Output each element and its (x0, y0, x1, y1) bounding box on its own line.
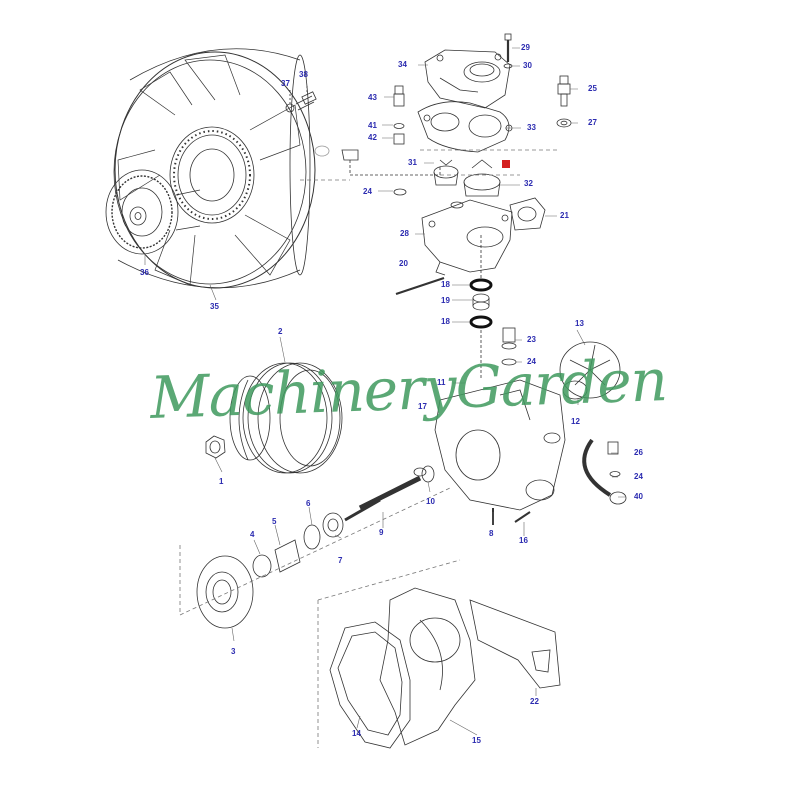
fan-blade-assembly (113, 48, 316, 289)
thermostat-32 (463, 159, 501, 197)
callout-18a: 18 (441, 280, 450, 289)
callout-8: 8 (489, 529, 494, 538)
callout-24a: 24 (363, 187, 372, 196)
bolt-washer-37-38 (285, 86, 317, 113)
o-ring-18b (469, 315, 493, 329)
callout-43: 43 (368, 93, 377, 102)
highlight-marker (502, 160, 510, 168)
callout-35: 35 (210, 302, 219, 311)
callout-23: 23 (527, 335, 536, 344)
callout-32: 32 (524, 179, 533, 188)
gasket-14 (329, 621, 411, 749)
washer-41-fitting-42 (393, 123, 405, 145)
impeller-13 (559, 341, 621, 399)
callout-24b: 24 (527, 357, 536, 366)
washer-24a (393, 188, 407, 196)
callout-5: 5 (272, 517, 277, 526)
gasket-22 (469, 599, 561, 689)
callout-3: 3 (231, 647, 236, 656)
callout-16: 16 (519, 536, 528, 545)
pump-pulley-2 (229, 362, 343, 474)
callout-24c: 24 (634, 472, 643, 481)
callout-36: 36 (140, 268, 149, 277)
callout-22: 22 (530, 697, 539, 706)
callout-20: 20 (399, 259, 408, 268)
thermostat-housing-28 (421, 199, 513, 276)
callout-12: 12 (571, 417, 580, 426)
pump-body-11 (434, 379, 566, 511)
callout-40: 40 (634, 492, 643, 501)
plug-detail (314, 145, 441, 176)
sensor-43 (393, 85, 405, 107)
temperature-sender-25 (556, 75, 572, 128)
callout-4: 4 (250, 530, 255, 539)
gasket-21 (509, 197, 546, 231)
plug-23 (501, 327, 517, 350)
sleeve-19 (472, 293, 490, 311)
bearing-3 (196, 555, 254, 629)
o-ring-18a (469, 278, 493, 292)
spacer-5 (274, 539, 301, 573)
callout-42: 42 (368, 133, 377, 142)
callout-25: 25 (588, 84, 597, 93)
viscous-fan-clutch (105, 169, 201, 255)
callout-6: 6 (306, 499, 311, 508)
callout-30: 30 (523, 61, 532, 70)
callout-28: 28 (400, 229, 409, 238)
callout-31: 31 (408, 158, 417, 167)
callout-13: 13 (575, 319, 584, 328)
callout-41: 41 (368, 121, 377, 130)
callout-10: 10 (426, 497, 435, 506)
callout-33: 33 (527, 123, 536, 132)
thermostat-31 (433, 159, 459, 186)
thermostat-cover (424, 49, 511, 109)
callout-9: 9 (379, 528, 384, 537)
pump-cover-15 (379, 587, 476, 746)
circlip-4 (252, 554, 272, 578)
bearing-6-7 (303, 512, 344, 550)
bolt-20 (395, 276, 445, 296)
callout-37: 37 (281, 79, 290, 88)
callout-27: 27 (588, 118, 597, 127)
callout-2: 2 (278, 327, 283, 336)
callout-14: 14 (352, 729, 361, 738)
callout-15: 15 (472, 736, 481, 745)
callout-26: 26 (634, 448, 643, 457)
nut-1 (205, 435, 226, 459)
callout-38: 38 (299, 70, 308, 79)
assembly-boundaries (179, 149, 560, 748)
callout-21: 21 (560, 211, 569, 220)
callout-1: 1 (219, 477, 224, 486)
callout-18b: 18 (441, 317, 450, 326)
leader-lines (144, 47, 626, 736)
hose-40 (582, 438, 627, 505)
callout-11: 11 (437, 378, 446, 387)
callout-29: 29 (521, 43, 530, 52)
pump-shaft-9 (344, 467, 427, 522)
seal-10 (421, 465, 435, 483)
impeller-hub-12 (562, 380, 588, 400)
bolt-16 (514, 511, 531, 523)
callout-17: 17 (418, 402, 427, 411)
callout-7: 7 (338, 556, 343, 565)
callout-19: 19 (441, 296, 450, 305)
gasket-33 (417, 101, 513, 153)
callout-34: 34 (398, 60, 407, 69)
